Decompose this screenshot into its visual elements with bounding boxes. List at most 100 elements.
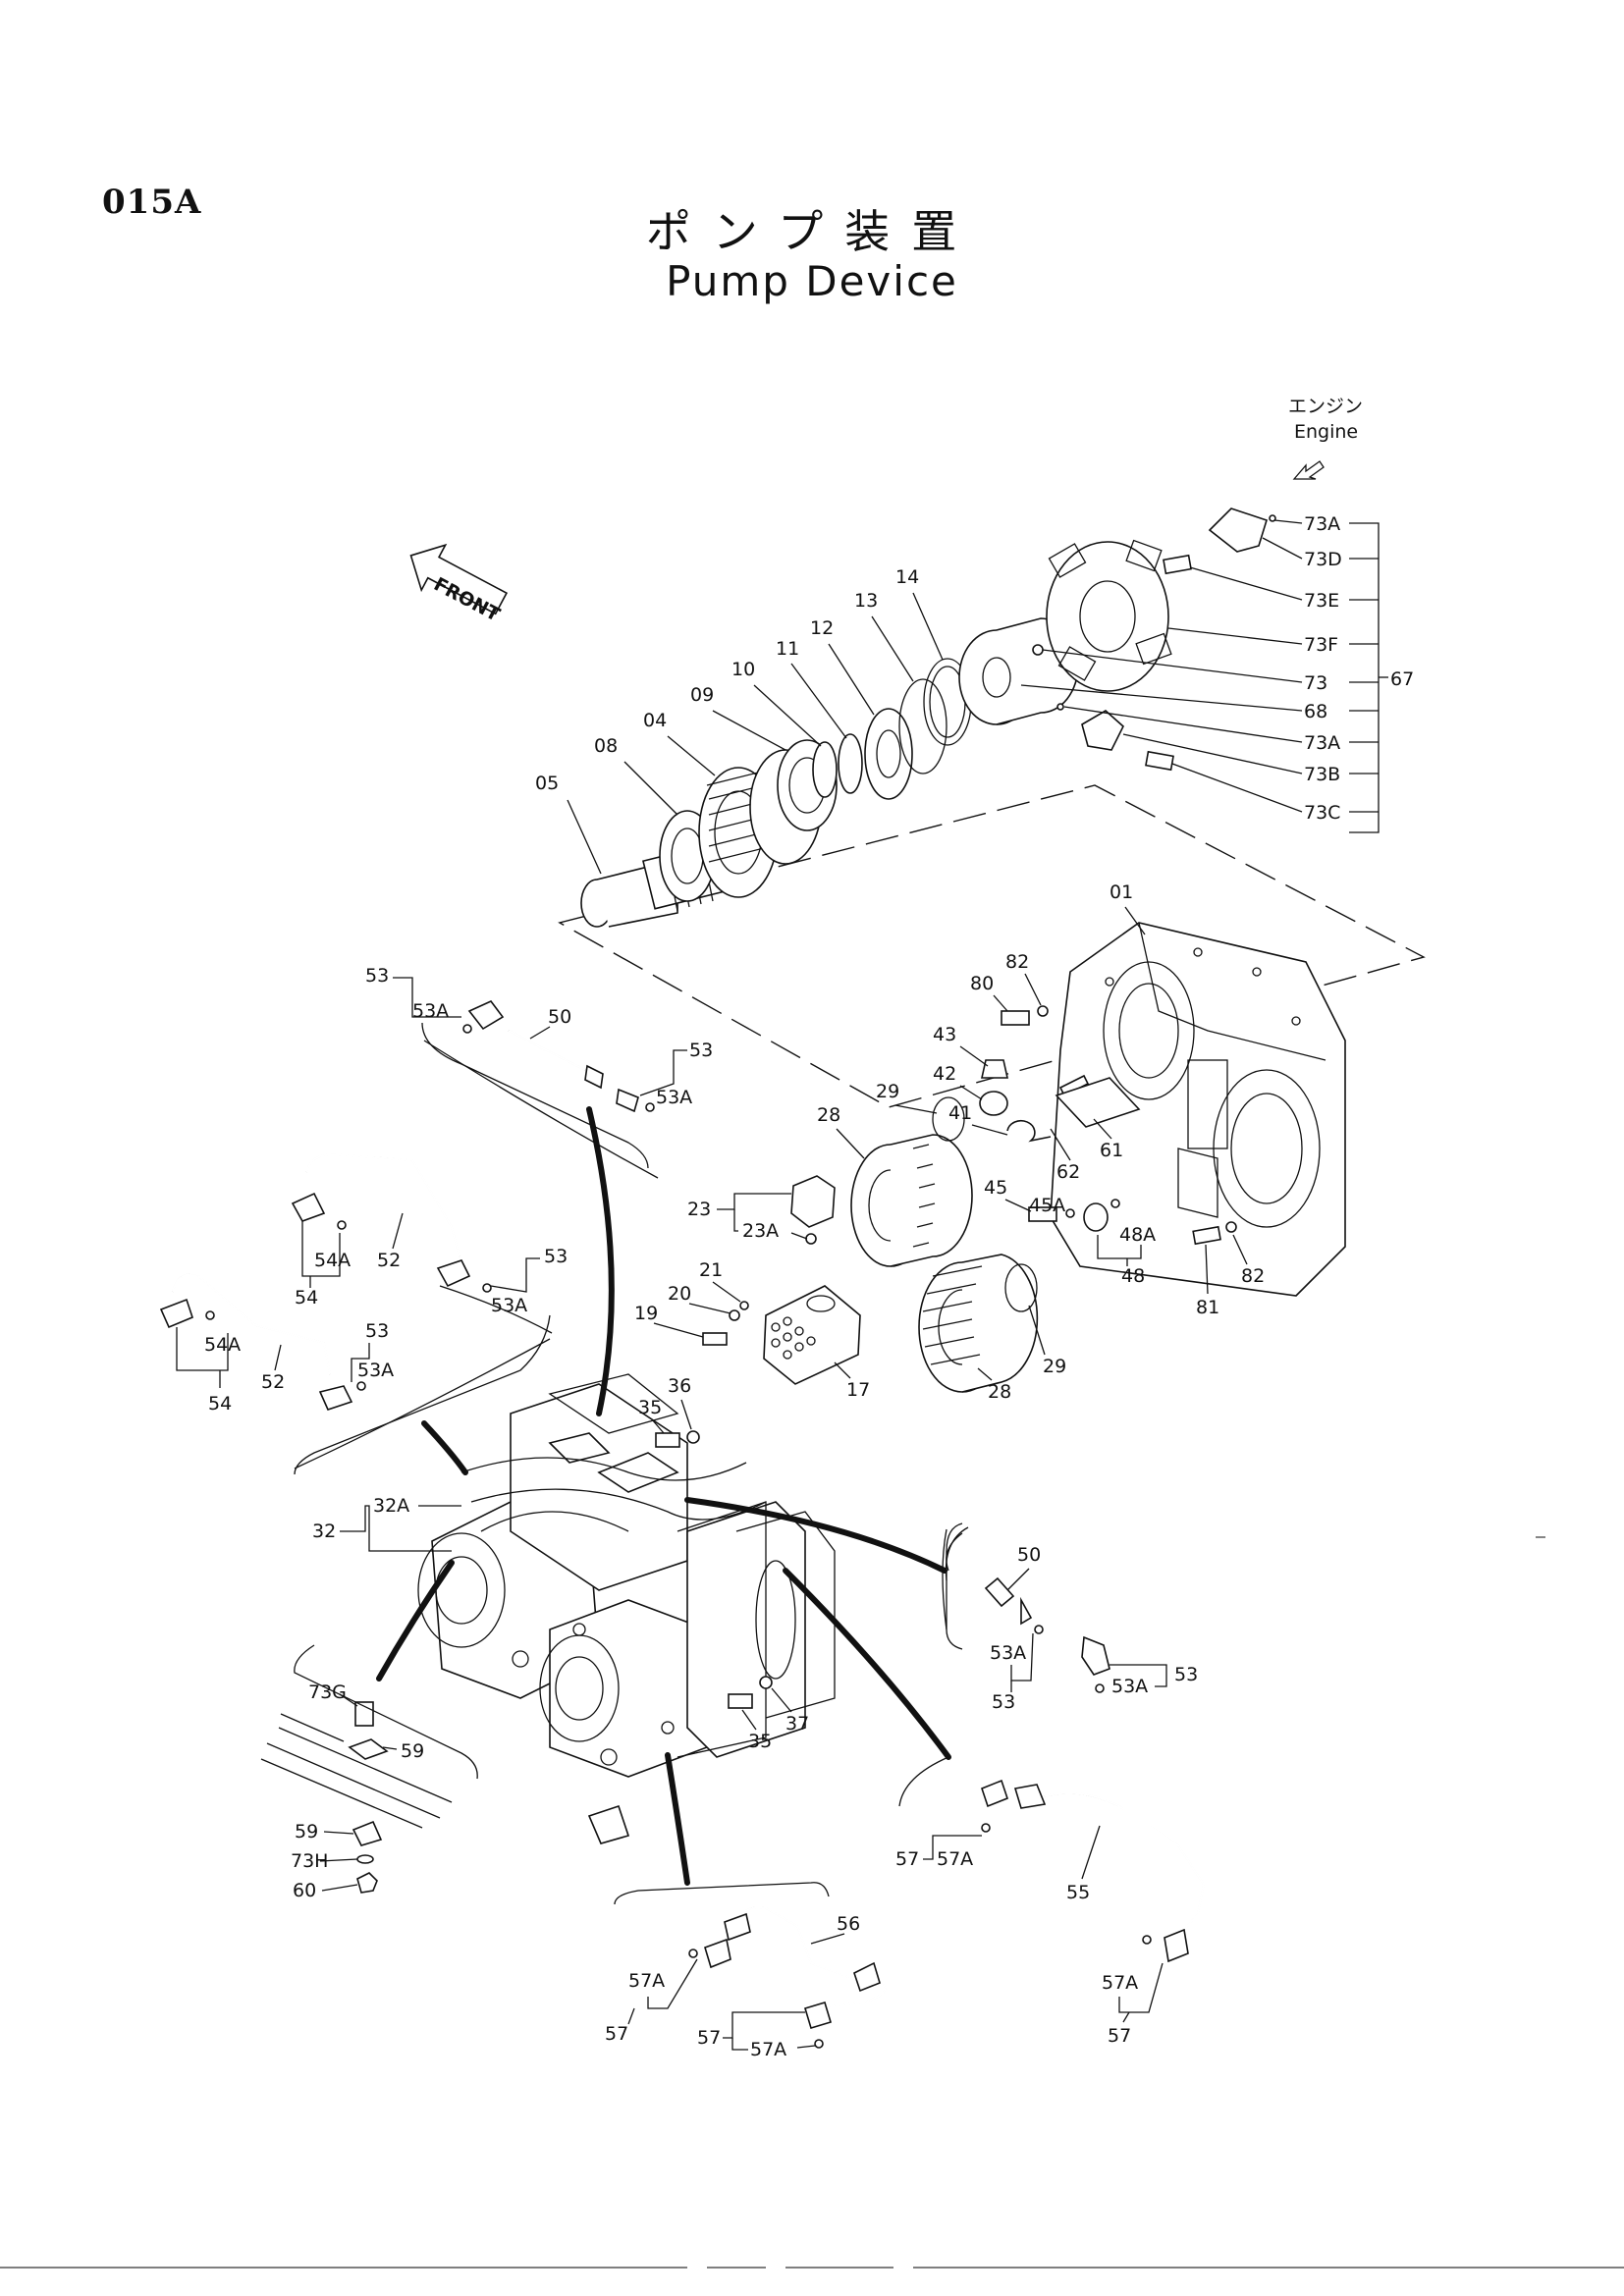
- callout-20: 20: [668, 1283, 691, 1305]
- callout-56: 56: [837, 1913, 860, 1935]
- callout-32A: 32A: [373, 1495, 409, 1517]
- callout-29-bottom: 29: [1043, 1356, 1066, 1377]
- callout-54A-upper: 54A: [314, 1250, 351, 1271]
- callout-53A-top-left: 53A: [412, 1000, 449, 1022]
- callout-28-top: 28: [817, 1104, 840, 1126]
- hose-50-right: 50 53A 53 53A 53: [942, 1526, 1198, 1713]
- callout-68: 62: [1056, 1161, 1080, 1183]
- callout-21: 21: [699, 1259, 723, 1281]
- callout-11: 11: [776, 638, 799, 660]
- callout-57A-right: 57A: [1102, 1972, 1138, 1994]
- callout-57A-mid: 57A: [937, 1848, 973, 1870]
- callout-52-upper: 52: [377, 1250, 401, 1271]
- callout-80: 80: [970, 973, 994, 994]
- explode-box-outline: [558, 784, 1426, 1108]
- callout-23: 23: [687, 1199, 711, 1220]
- callout-57-mid: 57: [895, 1848, 919, 1870]
- pump-housing: 01: [1050, 881, 1346, 1297]
- callout-57A-center: 57A: [750, 2039, 786, 2060]
- callout-59-upper: 59: [401, 1740, 424, 1762]
- callout-43: 43: [933, 1024, 956, 1045]
- callout-73C-bottom: 73A: [1304, 732, 1340, 754]
- callout-53A-lower-left: 53A: [357, 1360, 394, 1381]
- callout-37: 37: [785, 1713, 809, 1735]
- callout-60: 73G: [308, 1682, 347, 1703]
- title-english: Pump Device: [666, 257, 958, 305]
- engine-direction-marker: エンジン Engine: [1288, 396, 1363, 480]
- callout-13: 13: [854, 590, 878, 612]
- callout-53A-top-right: 53A: [656, 1087, 692, 1108]
- title-japanese: ポンプ装置: [645, 205, 979, 258]
- callout-59-lower: 59: [295, 1821, 318, 1842]
- callout-10: 10: [731, 659, 755, 680]
- gear-lower: 28 29: [918, 1254, 1066, 1403]
- callout-54-upper: 54: [295, 1287, 318, 1308]
- callout-12: 12: [810, 617, 834, 639]
- callout-50-right: 50: [1017, 1544, 1041, 1566]
- callout-09: 09: [690, 684, 714, 706]
- callout-82-bottom: 82: [1241, 1265, 1265, 1287]
- callout-73D: 73B: [1304, 764, 1340, 785]
- callout-81: 81: [1196, 1297, 1219, 1318]
- callout-50-top: 50: [548, 1006, 571, 1028]
- callout-19: 19: [634, 1303, 658, 1324]
- callout-48: 48: [1121, 1265, 1145, 1287]
- callout-53-lower-left: 53: [365, 1320, 389, 1342]
- callout-53A-mid: 53A: [491, 1295, 527, 1316]
- callout-14: 14: [895, 566, 919, 588]
- callout-73A: 68: [1304, 701, 1327, 722]
- main-pump-assembly: 32 32A 35 36 35 37: [312, 1373, 836, 1844]
- callout-53A-right-a: 53A: [990, 1642, 1026, 1664]
- callout-57A-left: 57A: [628, 1970, 665, 1992]
- engine-label-jp: エンジン: [1288, 396, 1363, 417]
- callout-29-top: 29: [876, 1081, 899, 1102]
- hose-52-group: 54A 54 52 53 53A 54A 54 52 53 53A: [159, 1152, 568, 1469]
- callout-73E: 73C: [1304, 802, 1340, 824]
- callout-53-right-a: 53: [992, 1691, 1015, 1713]
- callout-53A-right-b: 53A: [1111, 1676, 1148, 1697]
- callout-53-right-b: 53: [1174, 1664, 1198, 1685]
- callout-45A: 45A: [1029, 1195, 1065, 1216]
- callouts-73-group: 73A 73D 73E 73F 73 68 73A 73B 73C: [1020, 513, 1414, 833]
- callout-73H: 73F: [1304, 634, 1338, 656]
- housing-lower-small-parts: 45 45A 48A 48 81 82: [984, 1177, 1265, 1318]
- callout-42: 42: [933, 1063, 956, 1085]
- callout-67: 61: [1100, 1140, 1123, 1161]
- callout-57-center: 57: [697, 2027, 721, 2049]
- shaft-assembly: [580, 507, 1276, 928]
- callout-04: 04: [643, 710, 667, 731]
- housing-small-parts: 80 82 43 42 41 62 61: [933, 951, 1141, 1183]
- callout-57-left: 57: [605, 2023, 628, 2045]
- front-label: FRONT: [430, 573, 503, 626]
- callout-36: 36: [668, 1375, 691, 1397]
- callout-41: 41: [948, 1102, 972, 1124]
- callout-62: 73H: [291, 1850, 328, 1872]
- callout-54A-lower: 54A: [204, 1334, 241, 1356]
- callout-35-bottom: 35: [748, 1731, 772, 1752]
- hose-50-top: 50 53 53A 53 53A: [365, 965, 713, 1179]
- callout-08: 08: [594, 735, 618, 757]
- callout-61: 60: [293, 1880, 316, 1901]
- callout-54-lower: 54: [208, 1393, 232, 1415]
- callout-73C-top: 73A: [1304, 513, 1340, 535]
- engine-label-en: Engine: [1294, 421, 1358, 443]
- callout-01: 01: [1110, 881, 1133, 903]
- front-arrow-icon: [409, 543, 509, 615]
- gear-upper: 28 29: [817, 1081, 973, 1267]
- footer-rule: [0, 1536, 1624, 2269]
- callout-53-top-left: 53: [365, 965, 389, 987]
- callout-05: 05: [535, 773, 559, 794]
- callout-53-top-right: 53: [689, 1040, 713, 1061]
- callout-17: 17: [846, 1379, 870, 1401]
- callout-73: 67: [1390, 668, 1414, 690]
- callout-32: 32: [312, 1521, 336, 1542]
- callout-53-mid: 53: [544, 1246, 568, 1267]
- clamp-group: 73G 59 59 73H 60: [260, 1682, 453, 1901]
- callout-52-lower: 52: [261, 1371, 285, 1393]
- callout-48A: 48A: [1119, 1224, 1156, 1246]
- callout-23A: 23A: [742, 1220, 779, 1242]
- callout-57-right: 57: [1108, 2025, 1131, 2047]
- callout-35-top: 35: [638, 1397, 662, 1418]
